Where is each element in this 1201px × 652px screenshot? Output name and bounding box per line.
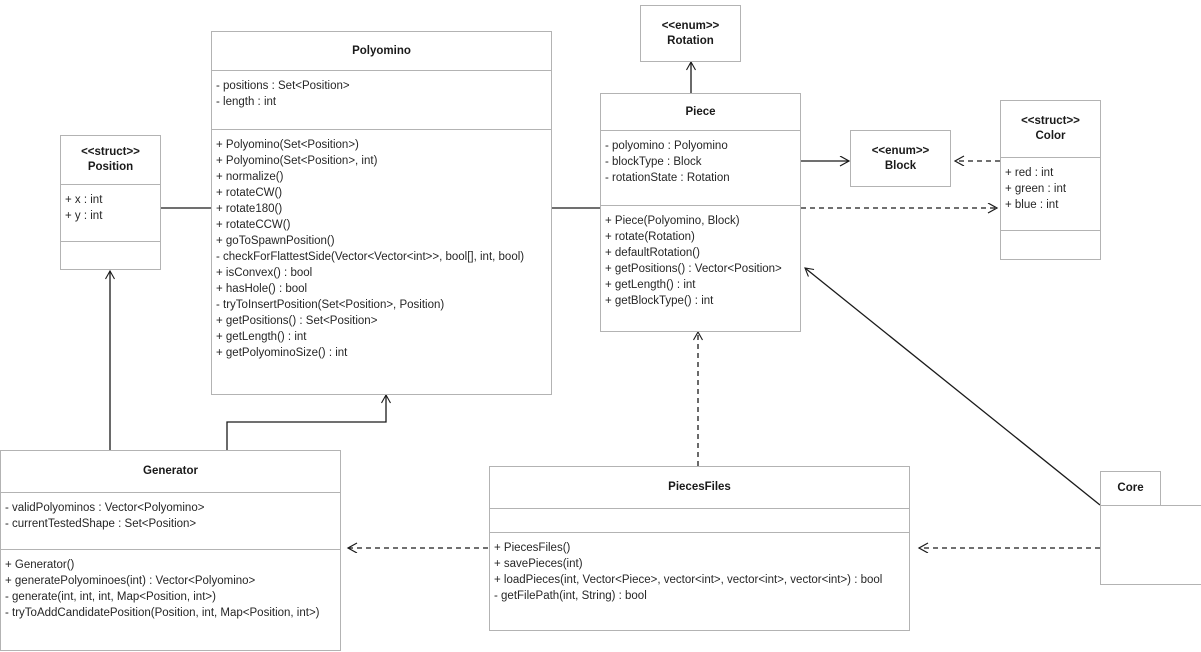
method-row: + Piece(Polyomino, Block): [605, 215, 740, 227]
attribute-row: + x : int: [65, 194, 103, 206]
attribute-row: - rotationState : Rotation: [605, 172, 730, 184]
methods-compartment-position: [61, 241, 160, 270]
attribute-row: + y : int: [65, 210, 103, 222]
stereotype-label: <<enum>>: [661, 19, 720, 32]
class-name-label: Core: [1117, 482, 1144, 494]
attributes-compartment-piecesfiles: [490, 508, 909, 532]
class-header-polyomino: Polyomino: [212, 32, 551, 70]
methods-compartment-polyomino: + Polyomino(Set<Position>) + Polyomino(S…: [212, 129, 551, 395]
class-name-label: Polyomino: [352, 44, 411, 57]
method-row: + savePieces(int): [494, 558, 583, 570]
methods-compartment-color: [1001, 230, 1100, 259]
method-row: + rotateCW(): [216, 187, 283, 199]
method-row: - checkForFlattestSide(Vector<Vector<int…: [216, 251, 525, 263]
class-box-rotation[interactable]: <<enum>> Rotation: [640, 5, 741, 62]
class-box-core-body[interactable]: [1100, 505, 1201, 585]
class-header-generator: Generator: [1, 451, 340, 492]
method-row: + getLength() : int: [216, 331, 307, 343]
method-row: + Generator(): [5, 559, 75, 571]
methods-compartment-generator: + Generator() + generatePolyominoes(int)…: [1, 549, 340, 652]
method-row: + goToSpawnPosition(): [216, 235, 335, 247]
method-row: + getLength() : int: [605, 279, 696, 291]
method-row: + rotateCCW(): [216, 219, 291, 231]
class-header-core: Core: [1101, 472, 1160, 505]
attributes-compartment-polyomino: - positions : Set<Position> - length : i…: [212, 70, 551, 129]
attributes-compartment-position: + x : int + y : int: [61, 184, 160, 241]
attributes-compartment-generator: - validPolyominos : Vector<Polyomino> - …: [1, 492, 340, 549]
class-name-label: Generator: [143, 465, 198, 477]
attribute-row: - length : int: [216, 96, 277, 108]
class-header-rotation: <<enum>> Rotation: [641, 6, 740, 61]
class-box-piece[interactable]: Piece - polyomino : Polyomino - blockTyp…: [600, 93, 801, 332]
stereotype-label: <<enum>>: [871, 144, 930, 157]
stereotype-label: <<struct>>: [81, 146, 140, 158]
class-box-piecesfiles[interactable]: PiecesFiles + PiecesFiles() + savePieces…: [489, 466, 910, 631]
method-row: + isConvex() : bool: [216, 267, 313, 279]
class-name-label: Position: [87, 161, 134, 173]
method-row: + getPositions() : Vector<Position>: [605, 263, 782, 275]
stereotype-label: <<struct>>: [1021, 115, 1080, 127]
method-row: + rotate180(): [216, 203, 283, 215]
method-row: + defaultRotation(): [605, 247, 700, 259]
method-row: - tryToInsertPosition(Set<Position>, Pos…: [216, 299, 445, 311]
method-row: - generate(int, int, int, Map<Position, …: [5, 591, 216, 603]
class-header-piece: Piece: [601, 94, 800, 130]
class-name-label: Rotation: [667, 34, 714, 47]
method-row: - getFilePath(int, String) : bool: [494, 590, 647, 602]
attribute-row: + blue : int: [1005, 199, 1059, 211]
attribute-row: + green : int: [1005, 183, 1067, 195]
attribute-row: - polyomino : Polyomino: [605, 140, 728, 152]
class-header-piecesfiles: PiecesFiles: [490, 467, 909, 508]
method-row: + PiecesFiles(): [494, 542, 571, 554]
attribute-row: - validPolyominos : Vector<Polyomino>: [5, 502, 205, 514]
class-header-color: <<struct>> Color: [1001, 101, 1100, 157]
method-row: + getBlockType() : int: [605, 295, 714, 307]
method-row: - tryToAddCandidatePosition(Position, in…: [5, 607, 320, 619]
class-box-block[interactable]: <<enum>> Block: [850, 130, 951, 187]
method-row: + rotate(Rotation): [605, 231, 695, 243]
class-box-polyomino[interactable]: Polyomino - positions : Set<Position> - …: [211, 31, 552, 395]
attributes-compartment-piece: - polyomino : Polyomino - blockType : Bl…: [601, 130, 800, 205]
method-row: + Polyomino(Set<Position>, int): [216, 155, 378, 167]
method-row: + hasHole() : bool: [216, 283, 308, 295]
method-row: + normalize(): [216, 171, 284, 183]
method-row: + loadPieces(int, Vector<Piece>, vector<…: [494, 574, 883, 586]
class-name-label: Block: [884, 159, 917, 172]
class-box-generator[interactable]: Generator - validPolyominos : Vector<Pol…: [0, 450, 341, 651]
attribute-row: - positions : Set<Position>: [216, 80, 350, 92]
attribute-row: - currentTestedShape : Set<Position>: [5, 518, 197, 530]
method-row: + Polyomino(Set<Position>): [216, 139, 359, 151]
edge-generator-polyomino: [226, 393, 391, 450]
attribute-row: - blockType : Block: [605, 156, 702, 168]
class-header-block: <<enum>> Block: [851, 131, 950, 186]
methods-compartment-piecesfiles: + PiecesFiles() + savePieces(int) + load…: [490, 532, 909, 630]
method-row: + getPositions() : Set<Position>: [216, 315, 378, 327]
class-name-label: Piece: [685, 105, 716, 118]
class-box-position[interactable]: <<struct>> Position + x : int + y : int: [60, 135, 161, 270]
class-name-label: Color: [1035, 130, 1066, 142]
method-row: + generatePolyominoes(int) : Vector<Poly…: [5, 575, 256, 587]
class-box-color[interactable]: <<struct>> Color + red : int + green : i…: [1000, 100, 1101, 260]
attributes-compartment-color: + red : int + green : int + blue : int: [1001, 157, 1100, 230]
class-name-label: PiecesFiles: [668, 481, 731, 493]
class-header-position: <<struct>> Position: [61, 136, 160, 184]
methods-compartment-piece: + Piece(Polyomino, Block) + rotate(Rotat…: [601, 205, 800, 331]
class-box-core-header[interactable]: Core: [1100, 471, 1161, 506]
method-row: + getPolyominoSize() : int: [216, 347, 348, 359]
attribute-row: + red : int: [1005, 167, 1054, 179]
